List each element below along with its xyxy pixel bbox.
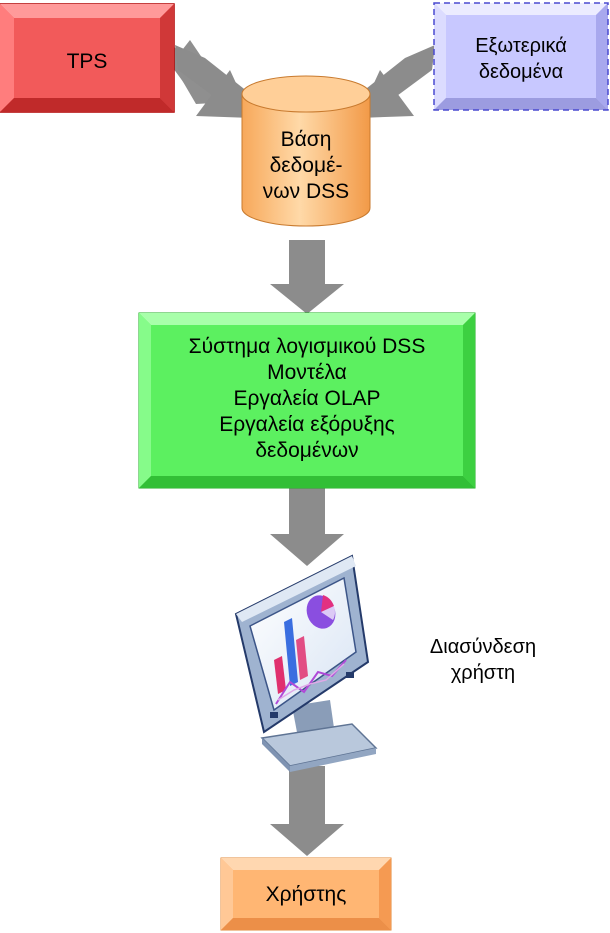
dss-database-label-line3: νων DSS bbox=[263, 180, 349, 203]
arrow-interface-to-user bbox=[270, 766, 344, 856]
dss-software-line4: Εργαλεία εξόρυξης bbox=[219, 413, 395, 436]
dss-software-box: Σύστημα λογισμικού DSS Μοντέλα Εργαλεία … bbox=[138, 312, 476, 489]
dss-database-cylinder: Βάση δεδομέ- νων DSS bbox=[241, 75, 371, 227]
user-label: Χρήστης bbox=[266, 883, 347, 906]
arrow-software-to-interface bbox=[270, 488, 344, 566]
arrow-external-to-database bbox=[358, 45, 435, 118]
user-interface-label-line1: Διασύνδεση bbox=[430, 636, 536, 658]
tps-box: TPS bbox=[0, 3, 175, 113]
user-interface-label: Διασύνδεση χρήστη bbox=[430, 636, 536, 684]
external-data-label-line1: Εξωτερικά bbox=[475, 35, 567, 57]
arrow-tps-to-database bbox=[172, 40, 252, 118]
external-data-box: Εξωτερικά δεδομένα bbox=[433, 2, 609, 111]
arrow-database-to-software bbox=[270, 240, 344, 314]
dss-software-line2: Μοντέλα bbox=[267, 361, 347, 384]
computer-monitor-icon bbox=[234, 554, 378, 772]
external-data-label-line2: δεδομένα bbox=[479, 61, 563, 83]
user-box: Χρήστης bbox=[220, 857, 392, 931]
tps-label: TPS bbox=[67, 50, 108, 73]
dss-software-line3: Εργαλεία OLAP bbox=[233, 387, 380, 410]
dss-database-label-line1: Βάση bbox=[281, 128, 332, 151]
dss-database-label-line2: δεδομέ- bbox=[270, 154, 343, 177]
dss-software-line1: Σύστημα λογισμικού DSS bbox=[189, 335, 426, 358]
user-interface-label-line2: χρήστη bbox=[451, 662, 515, 684]
dss-software-line5: δεδομένων bbox=[255, 439, 358, 462]
